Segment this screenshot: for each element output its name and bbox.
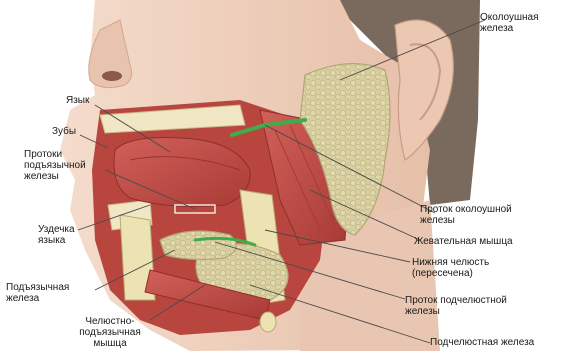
label-teeth: Зубы (52, 126, 76, 137)
label-submandibular-duct: Проток подчелюстной железы (405, 295, 507, 317)
label-parotid-duct: Проток околоушной железы (420, 204, 512, 226)
label-mylohyoid-muscle: Челюстно- подъязычная мышца (65, 316, 155, 349)
label-sublingual-gland: Подъязычная железа (6, 282, 69, 304)
label-sublingual-ducts: Протоки подъязычной железы (24, 149, 86, 182)
label-mandible: Нижняя челюсть (пересечена) (412, 257, 489, 279)
label-submandibular-gland: Подчелюстная железа (430, 337, 534, 348)
label-masseter: Жевательная мышца (414, 236, 513, 247)
label-frenulum: Уздечка языка (38, 224, 75, 246)
label-parotid-gland: Околоушная железа (480, 12, 560, 34)
label-tongue: Язык (66, 95, 89, 106)
